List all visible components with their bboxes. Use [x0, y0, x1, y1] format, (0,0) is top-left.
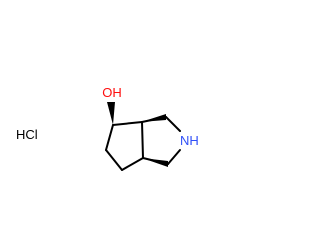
wedge-bond-hydroxyl — [107, 102, 115, 125]
bond-c2-c3 — [121, 157, 144, 171]
hydroxyl-label: OH — [102, 85, 122, 100]
amine-label: NH — [180, 133, 199, 148]
salt-label: HCl — [16, 127, 38, 142]
bond-ch2-n — [165, 116, 181, 132]
molecule-structure: OH NH HCl — [16, 85, 199, 171]
bond-c5-c1 — [112, 121, 143, 126]
bond-c3-c4 — [105, 149, 123, 171]
cyclopentane-ring — [105, 121, 144, 171]
bond-c1-c2 — [141, 121, 144, 159]
bond-c4-c5 — [105, 124, 114, 151]
wedge-bond-bottom — [142, 158, 168, 167]
bond-n-ch2 — [167, 149, 181, 165]
wedge-bond-top — [141, 114, 166, 122]
pyrrolidine-ring — [141, 116, 181, 165]
